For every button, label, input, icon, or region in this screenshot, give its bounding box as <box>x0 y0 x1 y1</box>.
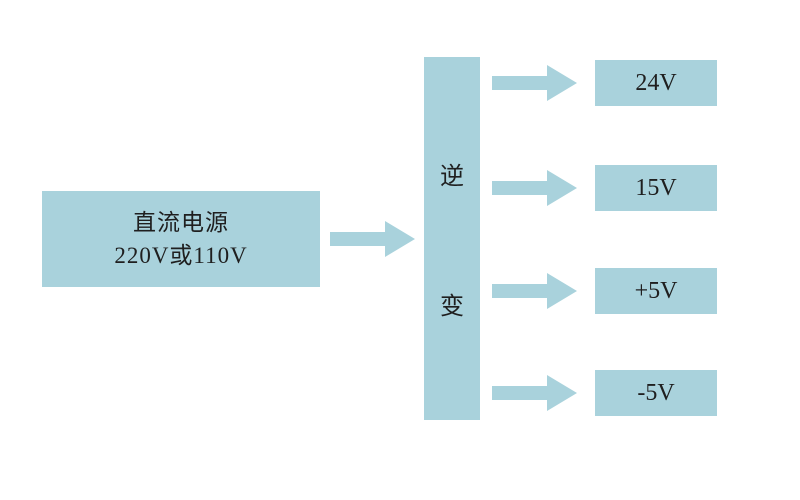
arrow-to-output-24v-icon <box>492 65 577 101</box>
output-label-24v: 24V <box>635 69 677 96</box>
arrow-shape <box>492 170 577 206</box>
output-label-plus5v: +5V <box>634 277 678 304</box>
arrow-to-output-15v-icon <box>492 170 577 206</box>
inverter-label-char1: 逆 <box>440 164 464 190</box>
inverter-box: 逆 变 <box>424 57 480 420</box>
arrow-shape <box>330 221 415 257</box>
output-label-15v: 15V <box>635 174 677 201</box>
arrow-shape <box>492 375 577 411</box>
output-box-minus5v: -5V <box>595 370 717 416</box>
arrow-source-to-inverter-icon <box>330 221 415 257</box>
arrow-shape <box>492 273 577 309</box>
inverter-label-char2: 变 <box>440 294 464 320</box>
output-label-minus5v: -5V <box>637 379 675 406</box>
output-box-24v: 24V <box>595 60 717 106</box>
dc-power-source-label-line2: 220V或110V <box>114 243 248 268</box>
arrow-to-output-plus5v-icon <box>492 273 577 309</box>
output-box-15v: 15V <box>595 165 717 211</box>
arrow-to-output-minus5v-icon <box>492 375 577 411</box>
dc-power-source-label-line1: 直流电源 <box>133 209 229 235</box>
dc-power-source-box: 直流电源 220V或110V <box>42 191 320 287</box>
output-box-plus5v: +5V <box>595 268 717 314</box>
arrow-shape <box>492 65 577 101</box>
